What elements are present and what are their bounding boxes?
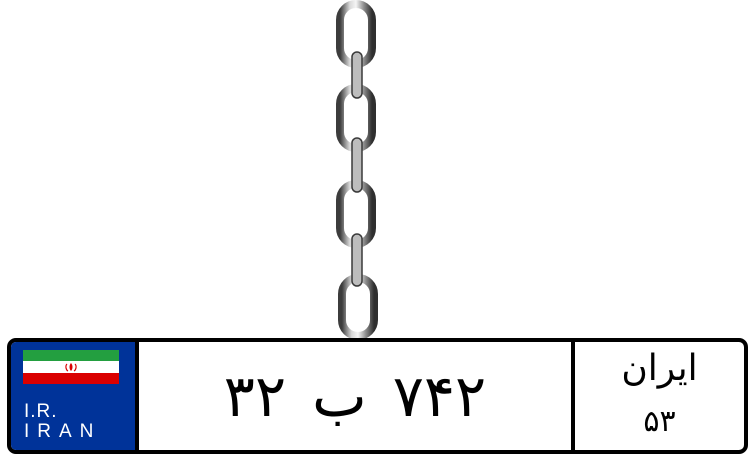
region-box: ایران ۵۳ [575, 342, 744, 450]
country-name: IRAN [24, 421, 102, 442]
region-label: ایران [621, 348, 698, 389]
divider-left [135, 342, 139, 450]
plate-letter: ب [312, 362, 367, 430]
plate-digits-right: ۷۴۲ [392, 362, 487, 430]
plate-number: ۳۲ ب ۷۴۲ [139, 342, 571, 450]
country-strip: I.R. IRAN [11, 342, 135, 450]
region-code: ۵۳ [643, 404, 676, 439]
divider-right [571, 342, 575, 450]
plate-digits-left: ۳۲ [223, 362, 287, 430]
chain-icon [336, 0, 378, 340]
license-plate: I.R. IRAN ۳۲ ب ۷۴۲ ایران ۵۳ [7, 338, 748, 454]
emblem-icon [65, 362, 77, 372]
country-code: I.R. [24, 401, 58, 422]
iran-flag-icon [23, 350, 119, 384]
